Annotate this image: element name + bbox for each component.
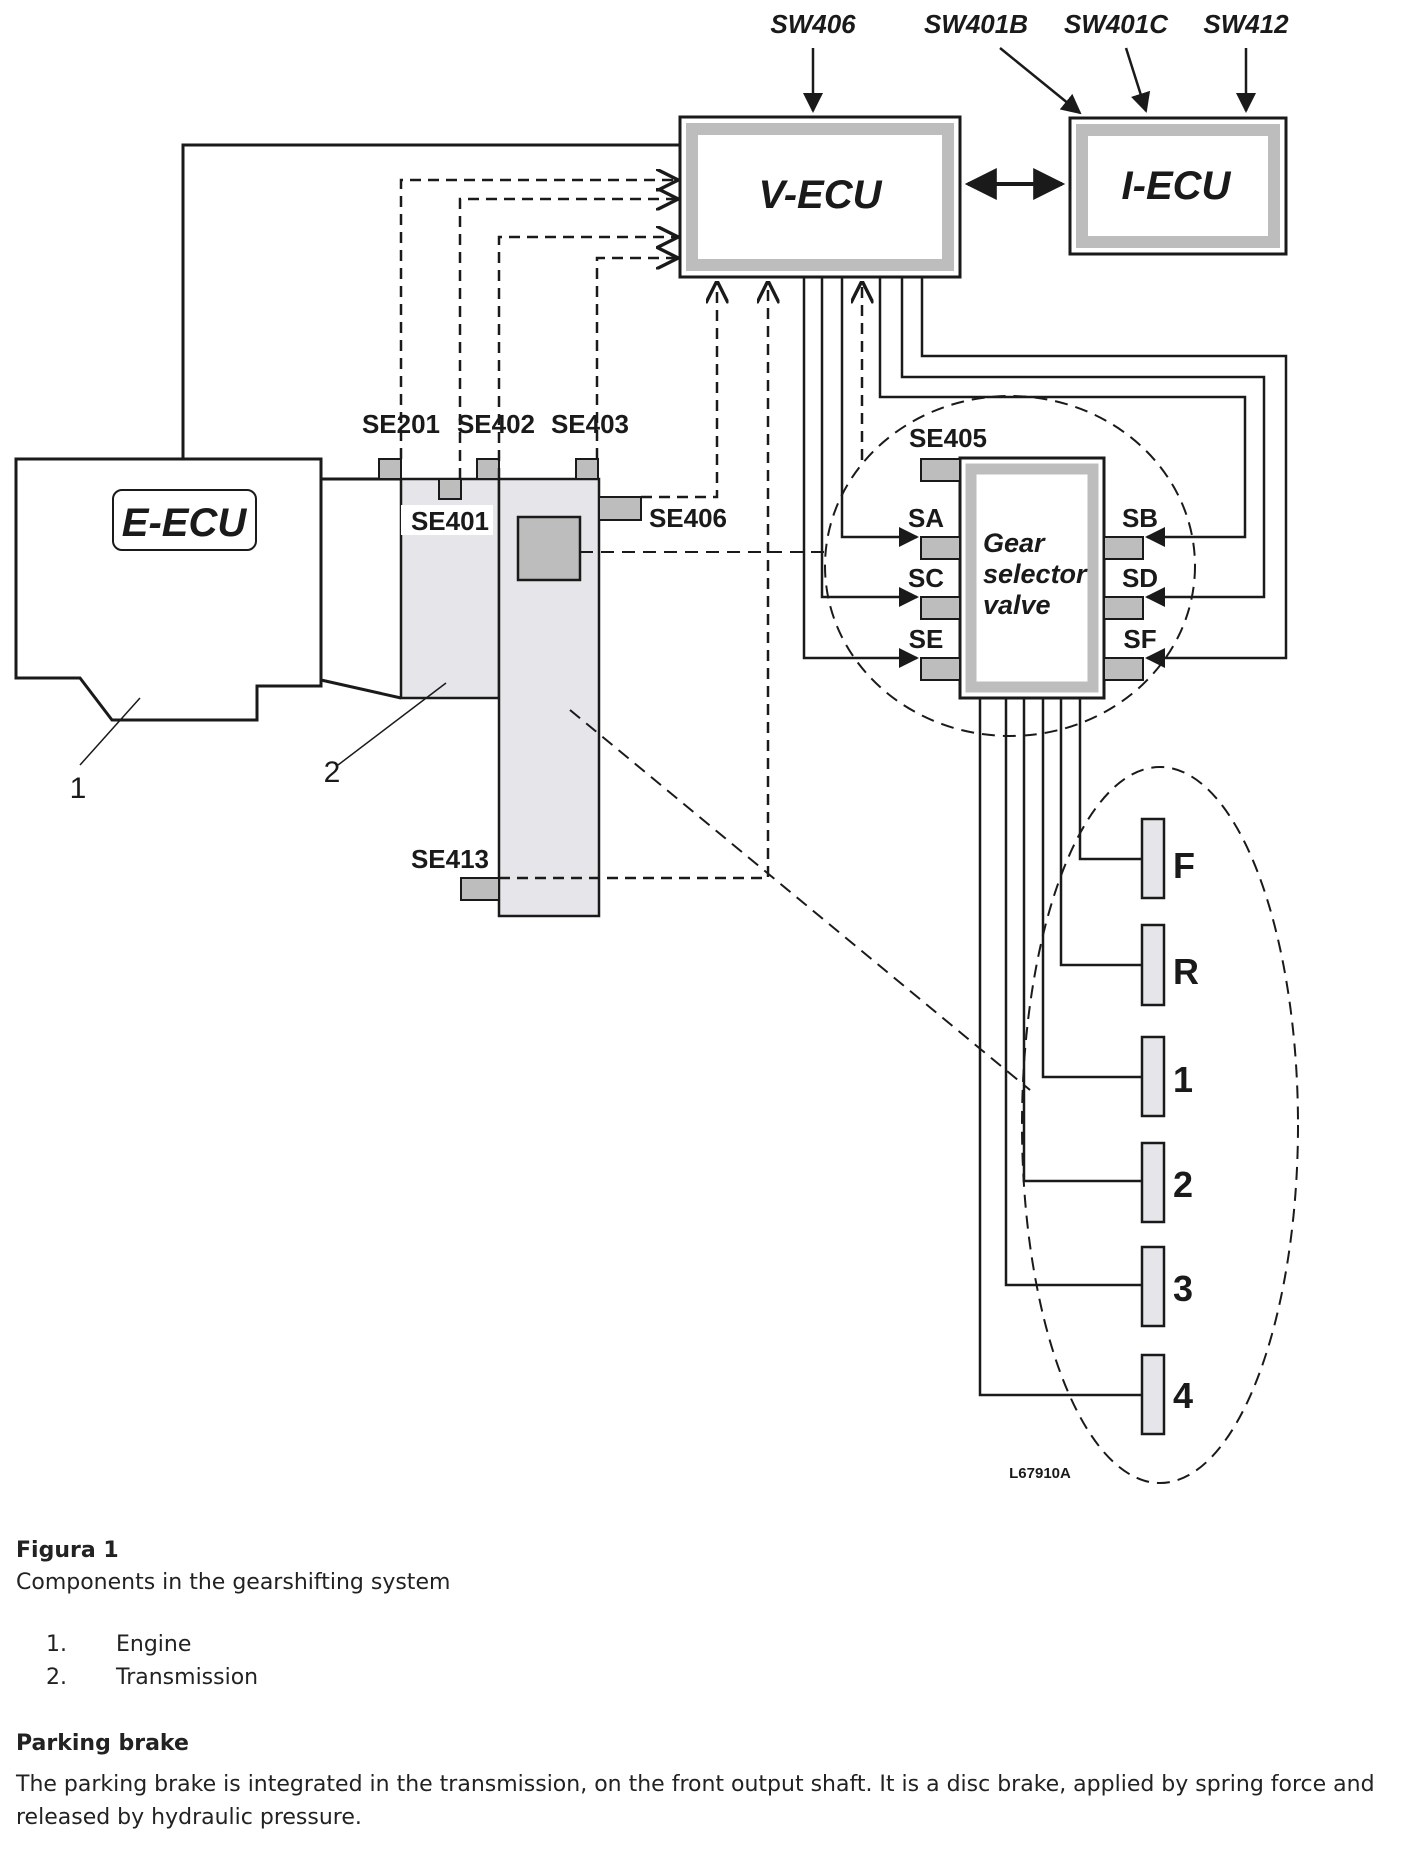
valve-label-line2: selector [983,559,1088,589]
sf-label: SF [1123,624,1156,654]
callout-lines [79,682,447,766]
se405-label: SE405 [909,423,987,453]
legend-number: 2. [46,1665,67,1690]
gear-label-3: 3 [1173,1268,1193,1309]
se-solenoid-label: SE [909,624,944,654]
sensor-signal-lines [399,180,862,880]
gear-label-4: 4 [1173,1375,1193,1416]
gear-label-1: 1 [1173,1059,1193,1100]
valve-label-line1: Gear [983,528,1046,558]
sensor-blocks [378,458,642,901]
i-ecu-box: I-ECU [1068,116,1288,256]
valve-label-line3: valve [983,590,1051,620]
figure-title: Figura 1 [16,1538,119,1563]
v-ecu-box: V-ECU [678,115,962,279]
detail-pointers [569,551,1031,1091]
e-ecu-wire [181,143,680,459]
sw406-label: SW406 [770,9,856,39]
gear-detail-ellipse [1021,766,1299,1484]
sc-label: SC [908,563,944,593]
gear-label-r: R [1173,951,1199,992]
solenoid-ports [920,458,1144,681]
section-paragraph: The parking brake is integrated in the t… [16,1772,1375,1830]
legend-label: Engine [116,1632,192,1657]
sb-label: SB [1122,503,1158,533]
sd-label: SD [1122,563,1158,593]
valve-detail-circle [824,395,1196,737]
se406-label: SE406 [649,503,727,533]
figure-caption: Components in the gearshifting system [16,1570,451,1595]
section-heading: Parking brake [16,1731,189,1756]
engine: E-ECU [14,457,323,722]
gear-wires [978,698,1142,1397]
i-ecu-label: I-ECU [1122,164,1232,208]
se403-label: SE403 [551,409,629,439]
sw412-label: SW412 [1203,9,1289,39]
e-ecu-label: E-ECU [122,501,248,545]
gearshift-diagram: V-ECU I-ECU SW406 SW401B SW401C SW412 E-… [14,9,1299,1484]
v-ecu-label: V-ECU [759,173,883,217]
se201-label: SE201 [362,409,440,439]
legend-item: 1. Engine [16,1632,1386,1665]
drawing-code: L67910A [1009,1465,1071,1482]
sw401c-label: SW401C [1064,9,1169,39]
callout-engine: 1 [70,772,87,805]
sa-label: SA [908,503,944,533]
legend-label: Transmission [116,1665,259,1690]
solenoid-wires [802,277,1288,668]
figure-legend: 1. Engine 2. Transmission [16,1632,1386,1698]
se401-label: SE401 [411,506,489,536]
gear-clutch-blocks [1140,817,1166,1436]
legend-item: 2. Transmission [16,1665,1386,1698]
se413-label: SE413 [411,844,489,874]
callout-transmission: 2 [324,756,341,789]
gear-label-f: F [1173,845,1195,886]
gear-selector-valve: Gear selector valve [958,456,1106,700]
se402-label: SE402 [457,409,535,439]
switch-arrows [803,47,1256,115]
gear-label-2: 2 [1173,1164,1193,1205]
legend-number: 1. [46,1632,67,1657]
sw401b-label: SW401B [924,9,1028,39]
